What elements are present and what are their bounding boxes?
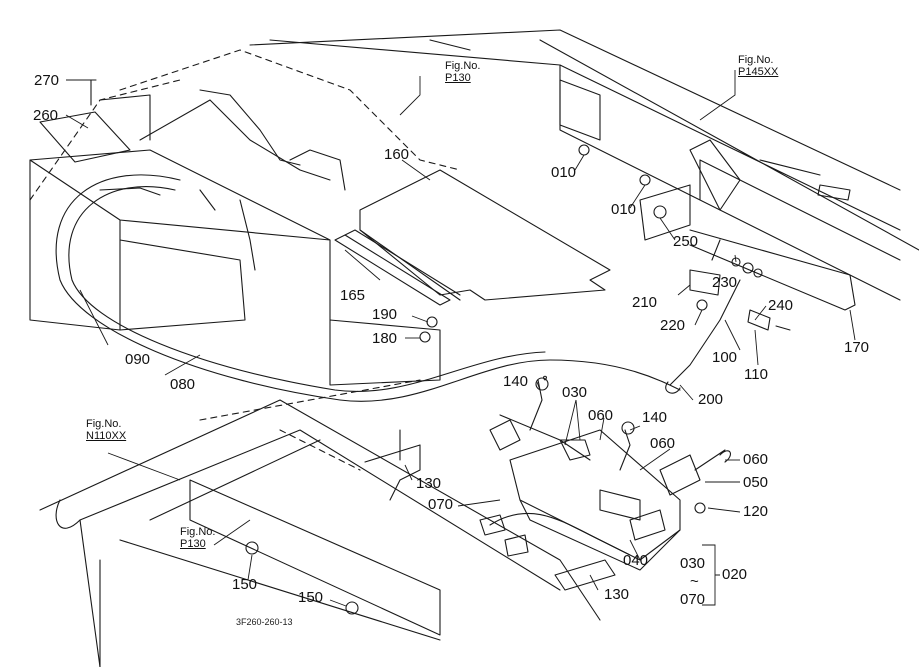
part-label-120: 120 xyxy=(743,503,769,520)
plate-160 xyxy=(359,169,611,301)
screw-270 xyxy=(85,79,97,106)
part-label-030-a: 030 xyxy=(562,384,588,401)
part-label-150-b: 150 xyxy=(298,589,324,606)
fig-ref-title: Fig.No. xyxy=(738,54,774,66)
fig-ref-p130-top: Fig.No. P130 xyxy=(445,60,480,84)
drawing-code: 3F260-260-13 xyxy=(236,617,293,627)
part-label-200: 200 xyxy=(698,391,724,408)
part-label-230: 230 xyxy=(712,274,738,291)
part-label-140-b: 140 xyxy=(642,409,668,426)
bolt-150-b xyxy=(345,601,359,615)
part-label-260: 260 xyxy=(33,107,59,124)
part-label-160: 160 xyxy=(384,146,410,163)
part-label-060-b: 060 xyxy=(650,435,676,452)
tank-box xyxy=(29,149,331,331)
part-label-range-tilde: ~ xyxy=(690,573,699,590)
bracket-250 xyxy=(639,184,691,241)
fig-ref-title: Fig.No. xyxy=(86,418,122,430)
fig-ref-title: Fig.No. xyxy=(445,60,481,72)
fig-ref-code: P130 xyxy=(445,72,471,84)
part-label-090: 090 xyxy=(125,351,151,368)
panel-260 xyxy=(39,111,131,163)
part-label-010-a: 010 xyxy=(551,164,577,181)
part-label-270: 270 xyxy=(34,72,60,89)
cable-090 xyxy=(55,174,681,402)
bolt-150-a xyxy=(245,541,259,555)
fig-ref-title: Fig.No. xyxy=(180,526,216,538)
part-label-060-a: 060 xyxy=(588,407,614,424)
part-label-030-b: 030 xyxy=(680,555,706,572)
part-label-150-a: 150 xyxy=(232,576,258,593)
part-label-020: 020 xyxy=(722,566,748,583)
fig-ref-p130-bottom: Fig.No. P130 xyxy=(180,526,215,550)
part-label-250: 250 xyxy=(673,233,699,250)
part-label-040: 040 xyxy=(623,552,649,569)
part-label-130-a: 130 xyxy=(416,475,442,492)
fig-ref-n110: Fig.No. N110XX xyxy=(86,418,126,442)
part-label-240: 240 xyxy=(768,297,794,314)
part-label-070-a: 070 xyxy=(428,496,454,513)
part-label-050: 050 xyxy=(743,474,769,491)
rod-170 xyxy=(689,229,856,311)
part-label-140-a: 140 xyxy=(503,373,529,390)
fig-ref-code: P145XX xyxy=(738,66,779,78)
fig-ref-code: P130 xyxy=(180,538,206,550)
body-outline xyxy=(119,49,461,171)
frame-beam-top xyxy=(249,29,919,251)
fig-ref-code: N110XX xyxy=(86,430,127,442)
part-label-100: 100 xyxy=(712,349,738,366)
fig-ref-p145: Fig.No. P145XX xyxy=(738,54,778,78)
part-label-220: 220 xyxy=(660,317,686,334)
part-label-180: 180 xyxy=(372,330,398,347)
part-label-060-c: 060 xyxy=(743,451,769,468)
part-label-190: 190 xyxy=(372,306,398,323)
part-label-070-b: 070 xyxy=(680,591,706,608)
frame-beam-right xyxy=(559,64,901,301)
bracket-130-upper xyxy=(364,444,421,501)
part-label-110: 110 xyxy=(744,366,768,383)
frame-beam-bottom xyxy=(39,399,601,621)
part-label-170: 170 xyxy=(844,339,870,356)
part-label-165: 165 xyxy=(340,287,366,304)
part-label-130-b: 130 xyxy=(604,586,630,603)
part-label-010-b: 010 xyxy=(611,201,637,218)
strip-165 xyxy=(334,234,451,306)
bracket-130-lower xyxy=(554,559,616,591)
part-label-080: 080 xyxy=(170,376,196,393)
part-label-210: 210 xyxy=(632,294,658,311)
